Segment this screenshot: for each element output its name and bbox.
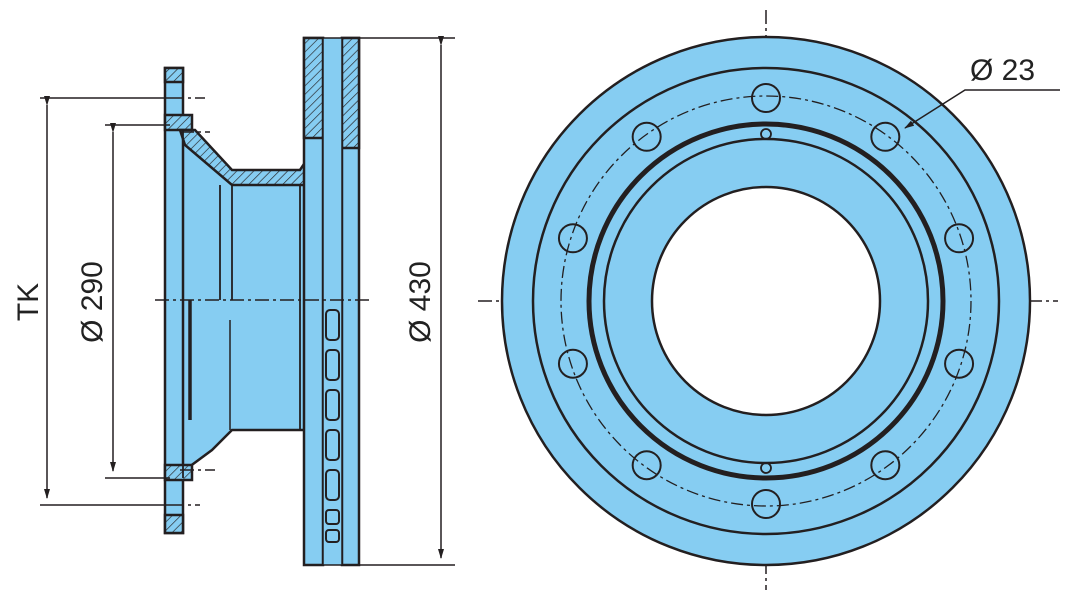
hole-dimension-leader: [904, 89, 1060, 129]
bolt-hole: [751, 83, 781, 113]
bolt-hole: [870, 450, 901, 481]
bolt-hole: [944, 223, 975, 254]
bolt-hole: [631, 450, 662, 481]
vane-gap: [322, 37, 343, 566]
bolt-hole: [557, 223, 588, 254]
cooling-vanes: [325, 309, 340, 543]
bolt-circle: [560, 95, 972, 507]
center-bore: [650, 185, 882, 417]
hub-ring: [586, 121, 946, 481]
pin-hole-top: [760, 128, 772, 140]
bolt-hole: [557, 348, 588, 379]
bolt-hole: [944, 348, 975, 379]
front-view: [500, 35, 1032, 567]
diameter-430-label: Ø 430: [404, 261, 437, 343]
bolt-hole: [751, 489, 781, 519]
tk-label: TK: [12, 283, 45, 321]
pin-hole-bottom: [760, 462, 772, 474]
diameter-290-label: Ø 290: [76, 261, 109, 343]
bolt-holes: [557, 83, 975, 519]
bolt-hole: [870, 121, 901, 152]
dimension-lines: [40, 36, 455, 566]
section-view: [163, 36, 361, 567]
bolt-hole: [631, 121, 662, 152]
diameter-23-label: Ø 23: [970, 54, 1035, 87]
